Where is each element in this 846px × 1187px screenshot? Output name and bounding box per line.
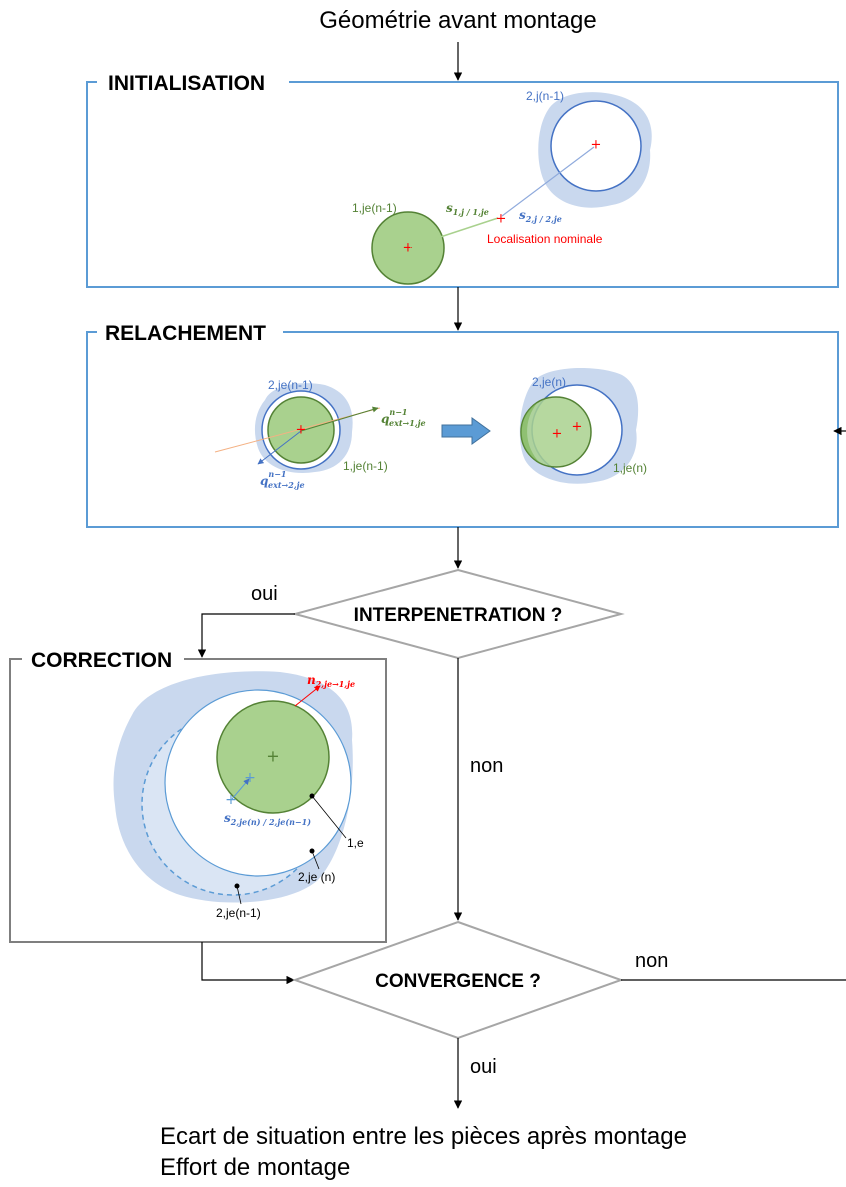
arrow-oui-to-correction (197, 613, 295, 658)
convergence-yes: oui (470, 1056, 497, 1078)
label-2je-prev: 2,je(n-1) (268, 378, 313, 392)
center-cross-1je: + (403, 241, 414, 256)
center-cross-relache: + (296, 423, 307, 438)
label-2je-n: 2,je(n) (532, 375, 566, 389)
convergence-label: CONVERGENCE ? (375, 971, 541, 992)
center-cross-2je-n: + (572, 420, 583, 435)
leader-2je-n (311, 850, 320, 870)
s2-label: s2,j / 2,je (519, 208, 562, 224)
transition-arrow (441, 417, 491, 445)
center-cross-1je-n: + (552, 427, 563, 442)
vector-s1 (409, 217, 499, 248)
top-label: Géométrie avant montage (319, 7, 597, 34)
nominal-location-label: Localisation nominale (487, 232, 603, 246)
label-2je-prev-corr: 2,je(n-1) (216, 906, 261, 920)
arrow-correction-to-convergence (201, 942, 295, 985)
q1-arrow (300, 406, 379, 432)
initialisation-box: INITIALISATION + 2,j(n-1) + 1,je(n-1) + … (86, 70, 839, 288)
label-2je-n-corr: 2,je (n) (298, 870, 335, 884)
label-2j: 2,j(n-1) (526, 89, 564, 103)
label-1je-n: 1,je(n) (613, 461, 647, 475)
circle-1je-prev (267, 396, 335, 464)
convergence-no: non (635, 950, 668, 972)
n-normal-arrow (294, 685, 321, 707)
correction-box: CORRECTION + + + n2,je→1,je s2,je(n) / 2… (9, 646, 387, 943)
s-correction-label: s2,je(n) / 2,je(n−1) (224, 811, 311, 827)
center-cross-2j: + (591, 138, 602, 153)
convergence-decision: CONVERGENCE ? (292, 920, 624, 1040)
leader-2je-prev (236, 885, 242, 905)
center-cross-2je-prev-corr: + (225, 792, 237, 808)
center-cross-2je-n-corr: + (244, 770, 256, 786)
label-1je-prev: 1,je(n-1) (343, 459, 388, 473)
s1-label: s1,j / 1,je (446, 201, 489, 217)
n-label: n2,je→1,je (307, 673, 355, 689)
nominal-cross: + (496, 212, 507, 227)
center-cross-1e: + (266, 747, 279, 766)
interpenetration-label: INTERPENETRATION ? (354, 605, 563, 626)
interpenetration-no: non (470, 755, 503, 777)
outer-circle-2j (550, 100, 642, 192)
result-label-2: Effort de montage (160, 1154, 350, 1181)
interpenetration-decision: INTERPENETRATION ? (291, 568, 625, 660)
circle-1je-n (520, 396, 592, 468)
vector-s2 (501, 146, 595, 217)
leader-1e (311, 795, 347, 839)
interpenetration-yes: oui (251, 583, 278, 605)
overlap-region (521, 402, 540, 463)
initialisation-title: INITIALISATION (108, 72, 265, 95)
label-1e: 1,e (347, 836, 364, 850)
q2-arrow (257, 430, 302, 465)
label-1je: 1,je(n-1) (352, 201, 397, 215)
s-correction-arrow (231, 778, 250, 800)
result-label-1: Ecart de situation entre les pièces aprè… (160, 1123, 687, 1150)
correction-title: CORRECTION (31, 649, 172, 672)
relachement-title: RELACHEMENT (105, 322, 266, 345)
circle-1je (371, 211, 445, 285)
